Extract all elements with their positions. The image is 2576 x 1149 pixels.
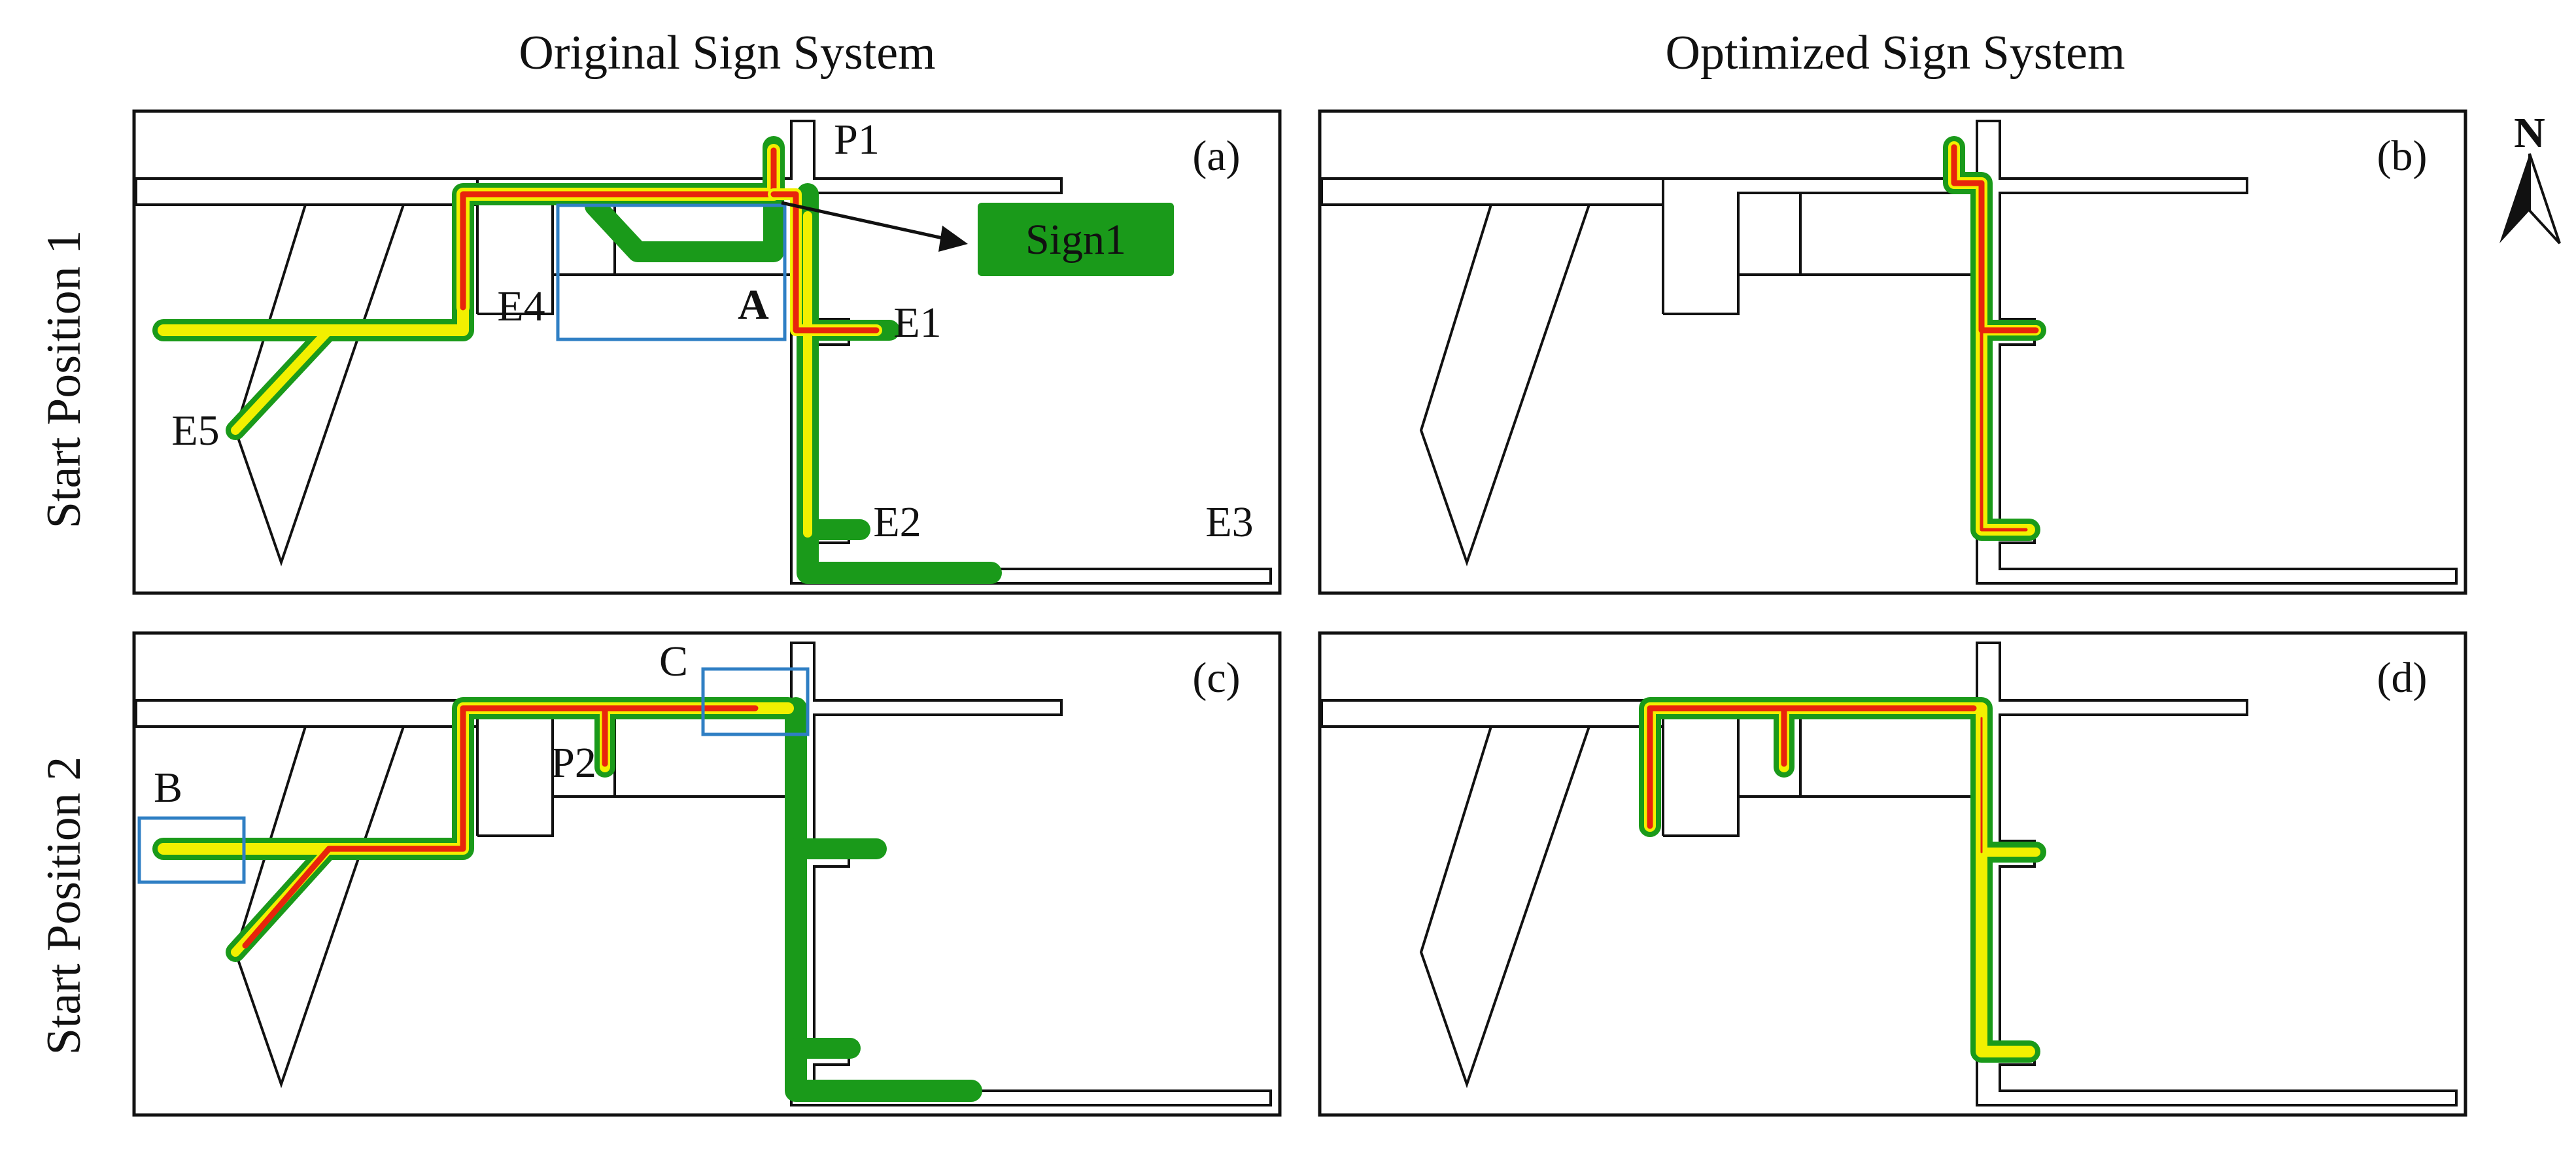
label-p1: P1: [834, 116, 880, 163]
highlight-box-c: [701, 667, 810, 736]
north-label: N: [2514, 109, 2545, 157]
label-a: A: [738, 281, 769, 329]
panel-c-border: [132, 631, 1282, 1117]
label-c: C: [659, 638, 688, 685]
evacuation-route: [1943, 136, 2046, 541]
sign-callout-text: Sign1: [1025, 216, 1126, 264]
label-e3: E3: [1205, 498, 1253, 546]
panel-b: (b): [1318, 109, 2467, 595]
row-title-start-1: Start Position 1: [37, 230, 91, 528]
sign-arrow: [781, 201, 949, 241]
panel-a-border: [132, 109, 1282, 595]
panel-c-tag: (c): [1192, 654, 1240, 702]
highlight-box-b: [137, 816, 246, 884]
label-e4: E4: [497, 283, 545, 330]
sign-arrowhead: [938, 226, 968, 252]
panel-d-tag: (d): [2377, 654, 2428, 702]
column-title-optimized: Optimized Sign System: [1666, 26, 2125, 80]
panel-d: (d): [1318, 631, 2467, 1117]
panel-a-tag: (a): [1192, 132, 1240, 180]
evacuation-route: [1639, 697, 2046, 1063]
evacuation-route: [152, 136, 1002, 584]
panel-d-border: [1318, 631, 2467, 1117]
label-e5: E5: [171, 407, 219, 454]
panel-a: A Sign1 (a) P1 E1 E2 E3 E4 E5: [132, 109, 1282, 595]
floor-plan: [1320, 120, 2458, 585]
evacuation-route: [152, 697, 982, 1102]
panel-c: B C P2 (c): [132, 631, 1282, 1117]
label-p2: P2: [551, 739, 596, 787]
label-e1: E1: [893, 299, 941, 347]
column-title-original: Original Sign System: [519, 26, 935, 80]
highlight-box-a: [556, 203, 787, 341]
label-e2: E2: [873, 498, 921, 546]
north-arrow-icon: N: [2499, 109, 2561, 245]
label-b: B: [154, 764, 182, 812]
row-title-start-2: Start Position 2: [37, 757, 91, 1055]
panel-b-tag: (b): [2377, 132, 2428, 180]
panel-b-border: [1318, 109, 2467, 595]
sign-callout-box: [978, 203, 1174, 276]
